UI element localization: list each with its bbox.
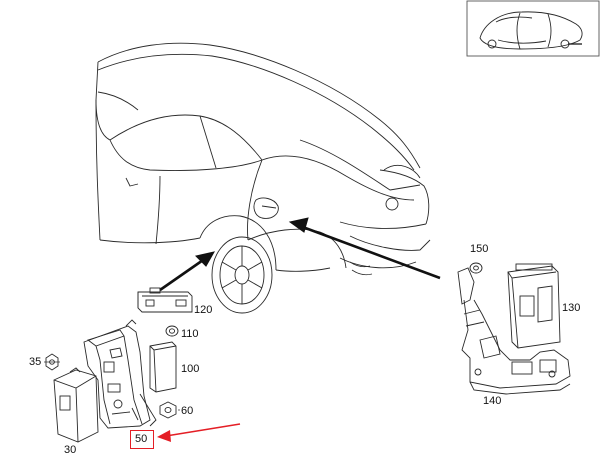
part-130-module: [507, 263, 561, 349]
part-30-unit: [53, 367, 99, 443]
highlight-box: [130, 430, 154, 449]
part-label-130: 130: [562, 302, 581, 314]
highlight-arrow: [157, 423, 241, 442]
part-label-60: 60: [181, 405, 194, 417]
part-label-35: 35: [29, 356, 42, 368]
part-label-50: 50: [135, 433, 148, 445]
part-150-washer: [469, 262, 483, 274]
part-50-bracket: [83, 319, 157, 429]
part-60-nut: [159, 401, 177, 419]
car-outline-icon: [95, 42, 431, 314]
part-110-nut: [165, 325, 179, 337]
part-label-120: 120: [194, 304, 213, 316]
part-label-110: 110: [181, 328, 199, 340]
part-label-140: 140: [483, 395, 502, 407]
part-120-module: [137, 287, 193, 313]
part-140-bracket: [457, 267, 571, 395]
part-100-module: [149, 341, 177, 393]
part-label-100: 100: [181, 363, 200, 375]
part-label-30: 30: [64, 444, 77, 456]
leader-lines: [44, 361, 180, 411]
car-thumbnail-icon: [466, 0, 600, 57]
part-label-150: 150: [470, 243, 489, 255]
pointer-arrows: [159, 217, 441, 292]
